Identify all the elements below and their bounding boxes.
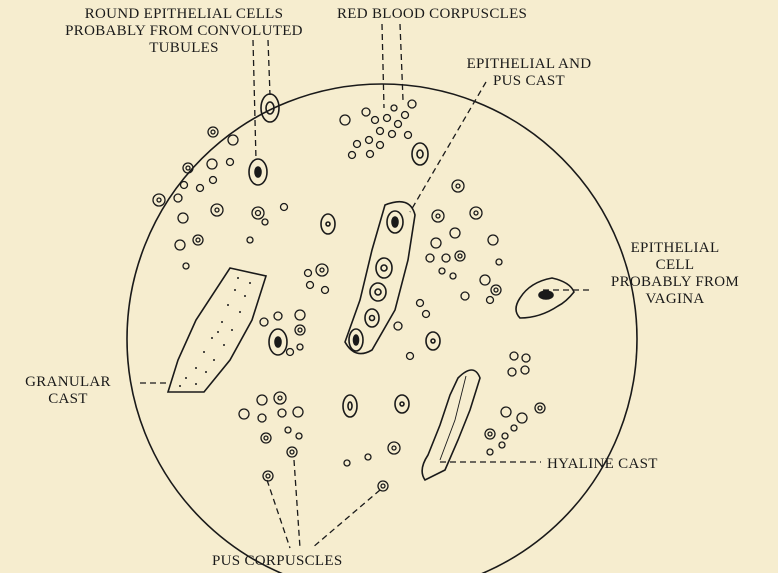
label-pus-corpuscles: PUS CORPUSCLES [212,553,343,570]
label-granular-line2: CAST [2,391,134,408]
granular-cast-outline [168,268,266,392]
label-vaginal-epithelial-cell: EPITHELIAL CELL PROBABLY FROM VAGINA [600,240,750,308]
label-round-epithelial-line2: PROBABLY FROM CONVOLUTED [30,23,338,40]
leader-pus-1 [267,480,290,548]
leader-lines [140,24,590,548]
label-vaginal-line3: PROBABLY FROM [600,274,750,291]
label-vaginal-line1: EPITHELIAL [600,240,750,257]
label-granular-cast: GRANULAR CAST [2,374,134,408]
field-circle [127,84,637,573]
leader-round-cells-1 [253,40,256,160]
leader-epithelial-pus-cast [410,82,486,212]
label-granular-line1: GRANULAR [2,374,134,391]
pus-corpuscles [153,127,545,491]
epithelial-pus-cast-cells [349,211,403,351]
vaginal-cell-nucleus [539,291,553,299]
label-epithelial-pus-cast: EPITHELIAL AND PUS CAST [455,56,603,90]
hyaline-cast-outline [422,370,480,480]
round-epithelial-cells [249,94,440,417]
leader-pus-3 [312,490,380,548]
label-vaginal-line2: CELL [600,257,750,274]
label-hyaline-cast: HYALINE CAST [547,456,658,473]
label-epithelial-pus-line1: EPITHELIAL AND [455,56,603,73]
label-vaginal-line4: VAGINA [600,291,750,308]
leader-rbc-1 [382,24,384,108]
red-blood-corpuscles [340,100,416,159]
label-epithelial-pus-line2: PUS CAST [455,73,603,90]
leader-rbc-2 [400,24,403,100]
label-red-blood-corpuscles: RED BLOOD CORPUSCLES [337,6,527,23]
label-round-epithelial: ROUND EPITHELIAL CELLS PROBABLY FROM CON… [30,6,338,57]
label-round-epithelial-line1: ROUND EPITHELIAL CELLS [30,6,338,23]
leader-pus-2 [294,460,300,548]
label-round-epithelial-line3: TUBULES [30,40,338,57]
